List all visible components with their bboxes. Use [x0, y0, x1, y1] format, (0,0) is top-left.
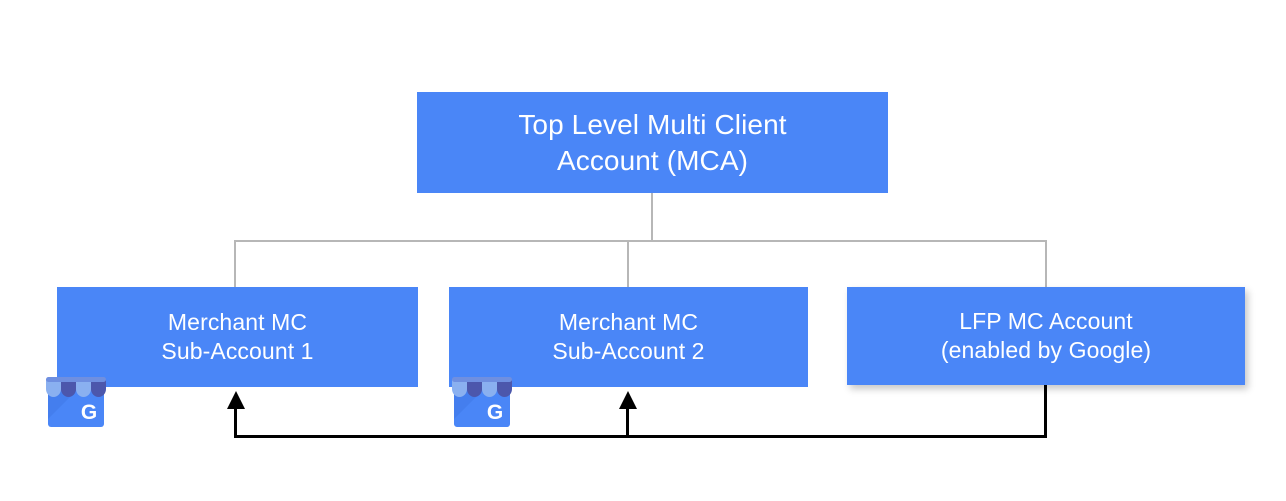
- feedback-line-horizontal: [234, 435, 1047, 438]
- connector-drop-sub1: [234, 240, 236, 288]
- node-merchant-sub-account-1[interactable]: Merchant MC Sub-Account 1: [57, 287, 418, 387]
- node-merchant-sub-account-2[interactable]: Merchant MC Sub-Account 2: [449, 287, 808, 387]
- feedback-line-into-sub1: [234, 400, 237, 437]
- node-top-level-mca[interactable]: Top Level Multi Client Account (MCA): [417, 92, 888, 193]
- node-top-level-mca-label: Top Level Multi Client Account (MCA): [518, 108, 787, 176]
- connector-horizontal-bus: [234, 240, 1047, 242]
- connector-drop-lfp: [1045, 240, 1047, 288]
- feedback-line-into-sub2: [626, 400, 629, 437]
- connector-mca-stem: [651, 193, 653, 242]
- connector-drop-sub2: [627, 240, 629, 288]
- arrowhead-into-sub1: [227, 391, 245, 409]
- node-lfp-mc-account-label: LFP MC Account (enabled by Google): [940, 307, 1152, 363]
- node-lfp-mc-account[interactable]: LFP MC Account (enabled by Google): [847, 287, 1245, 385]
- google-business-profile-icon: G: [452, 377, 512, 427]
- node-merchant-sub-account-1-label: Merchant MC Sub-Account 1: [161, 308, 314, 364]
- google-business-profile-icon: G: [46, 377, 106, 427]
- svg-text:G: G: [81, 401, 97, 424]
- feedback-line-from-lfp: [1044, 385, 1047, 437]
- node-merchant-sub-account-2-label: Merchant MC Sub-Account 2: [552, 308, 705, 364]
- svg-text:G: G: [487, 401, 503, 424]
- arrowhead-into-sub2: [619, 391, 637, 409]
